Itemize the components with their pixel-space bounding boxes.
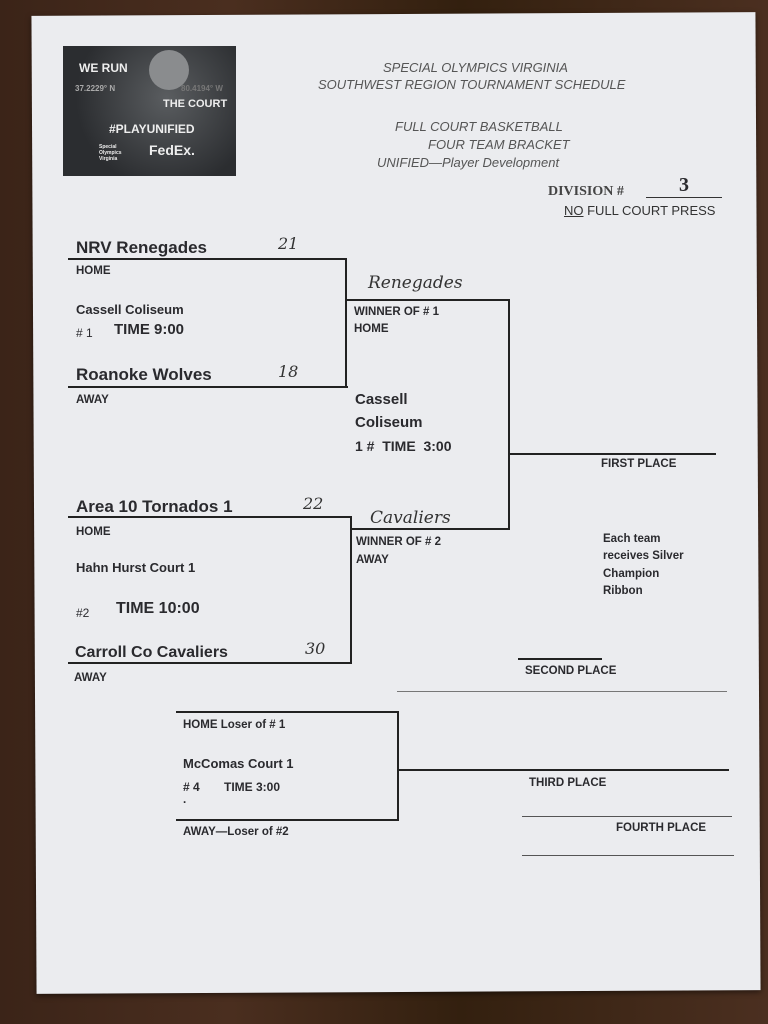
bracket-line [176,819,399,821]
away-label: AWAY [356,554,389,566]
logo-text: WE RUN [79,61,128,75]
game-number: # 1 [76,326,93,340]
winner-written: Cavaliers [370,508,451,528]
home-label: HOME [76,265,111,277]
header-line: SPECIAL OLYMPICS VIRGINIA [383,60,568,75]
venue: Coliseum [355,414,423,431]
away-label: AWAY [74,672,107,684]
logo-hashtag: #PLAYUNIFIED [109,122,195,136]
bracket-line [350,528,510,530]
winner-label: WINNER OF # 1 [354,306,439,318]
logo-sponsor: Special Olympics Virginia [99,144,122,162]
team-name: NRV Renegades [76,238,208,257]
press-rule: FULL COURT PRESS [583,203,716,218]
home-label: HOME Loser of # 1 [183,719,286,731]
second-place-line [397,691,727,692]
game-time: TIME 10:00 [116,600,200,617]
third-place-line [397,769,729,771]
note: receives Silver [603,550,684,562]
note: Each team [603,533,661,545]
note: Ribbon [603,585,643,597]
venue: Cassell Coliseum [76,302,184,317]
header-line: UNIFIED—Player Development [377,155,560,170]
team-name: Carroll Co Cavaliers [75,644,228,661]
header-line: FULL COURT BASKETBALL [395,119,563,134]
first-place-label: FIRST PLACE [601,458,677,470]
venue: McComas Court 1 [183,756,294,771]
bracket-line [345,258,347,388]
logo-coord: 80.4194° W [181,84,223,93]
fourth-place-label: FOURTH PLACE [616,822,707,834]
winner-written: Renegades [368,273,463,293]
home-label: HOME [354,323,389,335]
bracket-line [345,299,510,301]
bracket-line [176,711,399,713]
score: 30 [305,639,326,658]
third-place-label: THIRD PLACE [529,777,607,789]
bracket-line [68,662,352,664]
fedex-logo: FedEx. [149,142,195,158]
team-name: Area 10 Tornados 1 [76,497,233,516]
game-number: # 4 [183,780,200,794]
bracket-line [68,258,346,260]
score: 21 [278,234,299,253]
fourth-place-line [522,816,732,817]
home-label: HOME [76,526,111,538]
team-name: Roanoke Wolves [76,365,212,384]
division-label: DIVISION # [548,184,624,199]
away-label: AWAY [76,394,109,406]
winner-label: WINNER OF # 2 [356,536,441,548]
score: 18 [278,362,299,381]
bracket-line [350,516,352,664]
venue: Cassell [355,391,408,408]
note: Champion [603,568,660,580]
bracket-line [68,516,351,518]
score: 22 [303,494,324,513]
header-line: FOUR TEAM BRACKET [428,137,570,152]
blank-line [522,855,734,856]
bracket-line [518,658,602,660]
header-line: SOUTHWEST REGION TOURNAMENT SCHEDULE [318,77,626,92]
game-time: TIME 3:00 [224,780,281,794]
logo-text: THE COURT [163,98,228,110]
logo-banner: WE RUN 37.2229° N 80.4194° W THE COURT #… [63,46,236,176]
game-time: TIME 9:00 [114,321,185,338]
bracket-line [508,299,510,530]
division-value: 3 [646,174,722,198]
logo-coord: 37.2229° N [75,84,116,93]
bracket-line [68,386,348,388]
venue: Hahn Hurst Court 1 [76,560,196,575]
second-place-label: SECOND PLACE [525,665,617,677]
press-no: NO [564,203,584,218]
first-place-line [510,453,716,455]
bracket-line [397,711,399,821]
away-label: AWAY—Loser of #2 [183,826,289,838]
dot: . [183,794,187,806]
game-time: 1 # TIME 3:00 [355,438,452,454]
special-olympics-ball-icon [149,50,189,90]
game-number: #2 [76,606,90,620]
division-number: 3 [679,174,689,196]
